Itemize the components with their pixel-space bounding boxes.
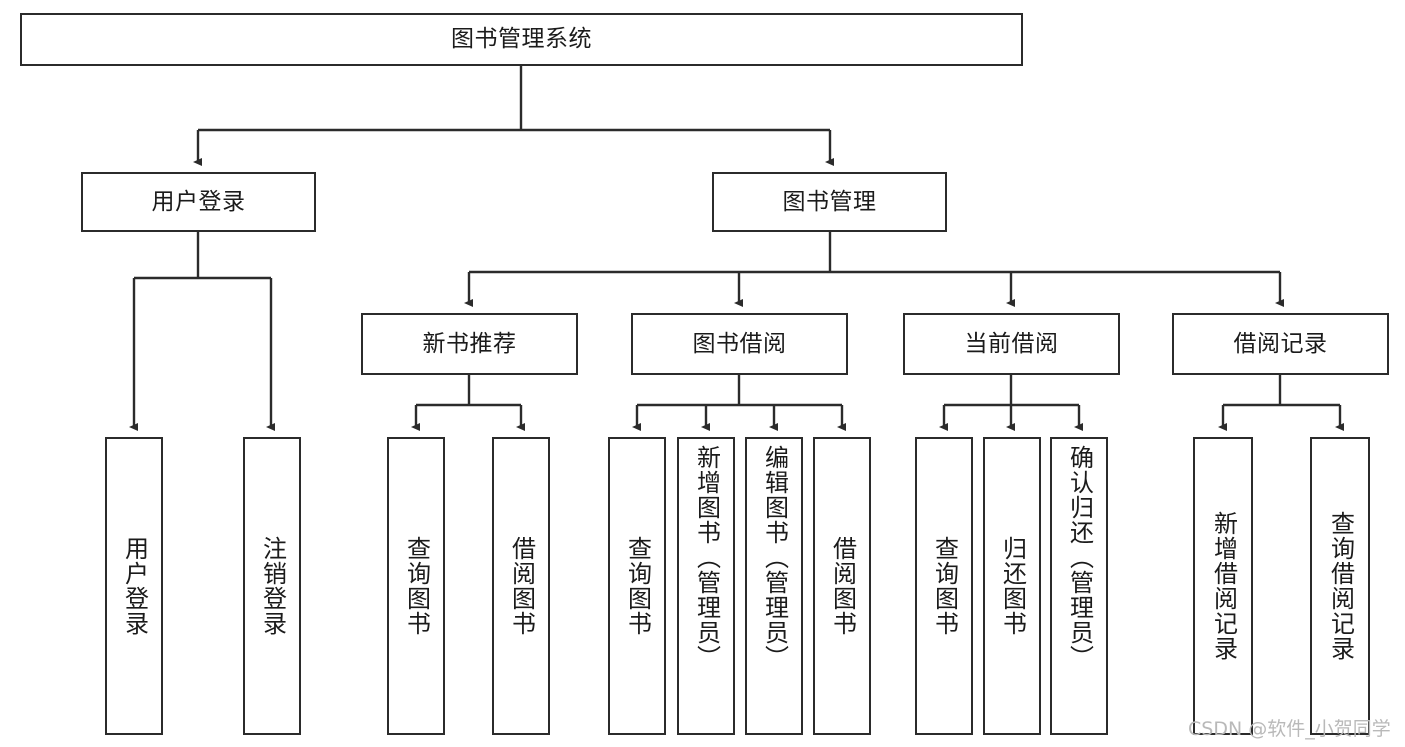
node-user-login-label: 用户登录	[151, 188, 246, 215]
node-book-borrow[interactable]: 图书借阅	[631, 313, 848, 375]
node-borrow-record-label: 借阅记录	[1233, 330, 1328, 357]
leaf-logout[interactable]: 注销登录	[243, 437, 301, 735]
leaf-bookborrow-edit-book[interactable]: 编辑图书（管理员）	[745, 437, 803, 735]
node-new-book-recommend-label: 新书推荐	[422, 330, 517, 357]
leaf-borrowrecord-query-record-label: 查询借阅记录	[1326, 511, 1355, 661]
node-borrow-record[interactable]: 借阅记录	[1172, 313, 1389, 375]
leaf-bookborrow-edit-book-label: 编辑图书（管理员）	[760, 445, 789, 670]
leaf-user-login[interactable]: 用户登录	[105, 437, 163, 735]
node-current-borrow-label: 当前借阅	[964, 330, 1059, 357]
leaf-bookborrow-borrow-book-label: 借阅图书	[828, 536, 857, 636]
node-book-borrow-label: 图书借阅	[692, 330, 787, 357]
leaf-currentborrow-confirm-return[interactable]: 确认归还（管理员）	[1050, 437, 1108, 735]
node-book-manage-label: 图书管理	[782, 188, 877, 215]
leaf-borrowrecord-add-record[interactable]: 新增借阅记录	[1193, 437, 1253, 735]
node-new-book-recommend[interactable]: 新书推荐	[361, 313, 578, 375]
node-root-label: 图书管理系统	[451, 26, 592, 52]
leaf-bookborrow-query-book-label: 查询图书	[623, 536, 652, 636]
watermark: CSDN @软件_小贺同学	[1188, 718, 1391, 740]
leaf-borrowrecord-add-record-label: 新增借阅记录	[1209, 511, 1238, 661]
leaf-bookborrow-borrow-book[interactable]: 借阅图书	[813, 437, 871, 735]
node-user-login[interactable]: 用户登录	[81, 172, 316, 232]
leaf-currentborrow-return-book[interactable]: 归还图书	[983, 437, 1041, 735]
node-current-borrow[interactable]: 当前借阅	[903, 313, 1120, 375]
leaf-bookborrow-add-book-label: 新增图书（管理员）	[692, 445, 721, 670]
leaf-bookborrow-add-book[interactable]: 新增图书（管理员）	[677, 437, 735, 735]
leaf-bookborrow-query-book[interactable]: 查询图书	[608, 437, 666, 735]
leaf-logout-label: 注销登录	[258, 536, 287, 636]
leaf-currentborrow-confirm-return-label: 确认归还（管理员）	[1065, 445, 1094, 670]
leaf-currentborrow-query-book[interactable]: 查询图书	[915, 437, 973, 735]
leaf-newbook-query-book-label: 查询图书	[402, 536, 431, 636]
leaf-borrowrecord-query-record[interactable]: 查询借阅记录	[1310, 437, 1370, 735]
leaf-newbook-query-book[interactable]: 查询图书	[387, 437, 445, 735]
node-book-manage[interactable]: 图书管理	[712, 172, 947, 232]
leaf-currentborrow-query-book-label: 查询图书	[930, 536, 959, 636]
leaf-currentborrow-return-book-label: 归还图书	[998, 536, 1027, 636]
leaf-newbook-borrow-book[interactable]: 借阅图书	[492, 437, 550, 735]
leaf-newbook-borrow-book-label: 借阅图书	[507, 536, 536, 636]
node-root[interactable]: 图书管理系统	[20, 13, 1023, 66]
leaf-user-login-label: 用户登录	[120, 536, 149, 636]
